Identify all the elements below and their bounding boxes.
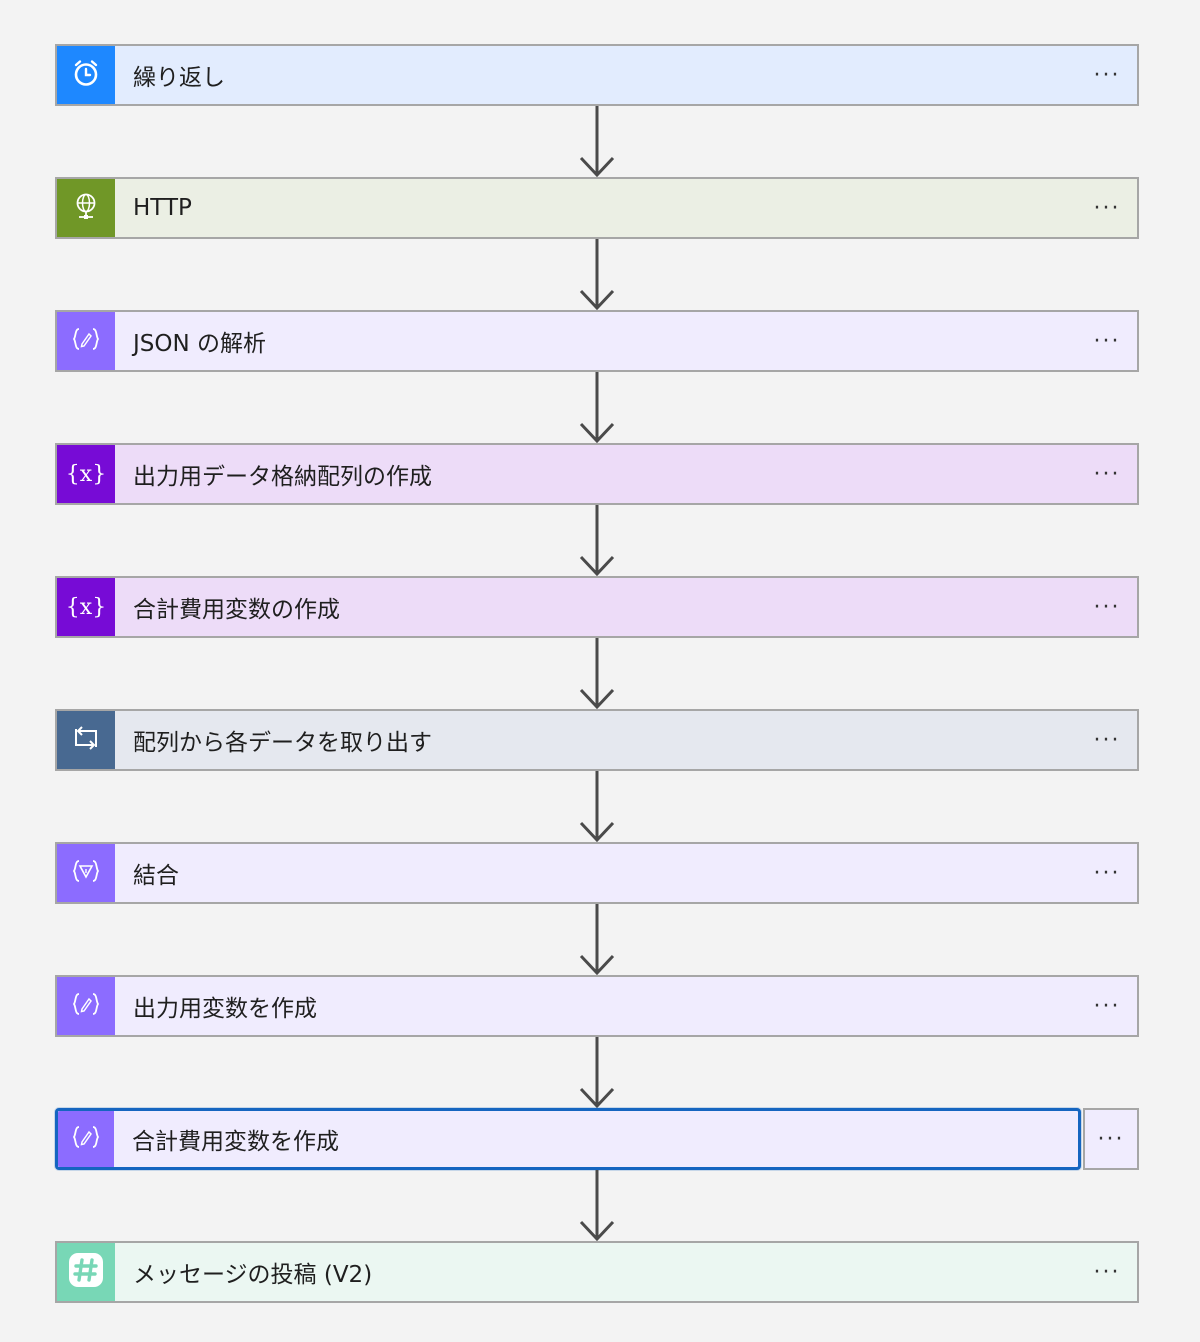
flow-step: 繰り返し ··· (55, 44, 1139, 106)
more-options-button[interactable]: ··· (1093, 195, 1121, 221)
more-options-button[interactable]: ··· (1093, 860, 1121, 886)
step-init-output-array[interactable]: {x} 出力用データ格納配列の作成 ··· (55, 443, 1139, 505)
step-http[interactable]: HTTP ··· (55, 177, 1139, 239)
step-label: 合計費用変数を作成 (132, 1129, 339, 1155)
step-parse-json[interactable]: JSON の解析 ··· (55, 310, 1139, 372)
step-label: 結合 (133, 863, 179, 889)
step-icon-box (57, 844, 115, 902)
flow-step: 合計費用変数を作成 ··· (55, 1108, 1139, 1170)
step-label: JSON の解析 (133, 331, 267, 357)
flow-step: JSON の解析 ··· (55, 310, 1139, 372)
more-options-button[interactable]: ··· (1093, 727, 1121, 753)
connector-arrow (55, 638, 1139, 709)
step-label: メッセージの投稿 (V2) (133, 1262, 373, 1288)
alarm-clock-icon (71, 58, 101, 92)
variable-icon: {x} (65, 461, 107, 487)
step-join[interactable]: 結合 ··· (55, 842, 1139, 904)
step-icon-box (57, 179, 115, 237)
variable-icon: {x} (65, 594, 107, 620)
step-label: 繰り返し (133, 65, 225, 91)
connector-arrow (55, 1170, 1139, 1241)
connector-arrow (55, 239, 1139, 310)
more-options-button[interactable]: ··· (1093, 62, 1121, 88)
connector-arrow (55, 904, 1139, 975)
flow-step: HTTP ··· (55, 177, 1139, 239)
flow-step: {x} 出力用データ格納配列の作成 ··· (55, 443, 1139, 505)
step-icon-box: {x} (57, 578, 115, 636)
flow-step: メッセージの投稿 (V2) ··· (55, 1241, 1139, 1303)
more-options-button[interactable]: ··· (1093, 993, 1121, 1019)
globe-icon (72, 191, 100, 225)
step-apply-to-each[interactable]: 配列から各データを取り出す ··· (55, 709, 1139, 771)
loop-icon (70, 725, 102, 755)
step-compose-output[interactable]: 出力用変数を作成 ··· (55, 975, 1139, 1037)
step-icon-box: {x} (57, 445, 115, 503)
data-operation-icon (70, 324, 102, 358)
connector-arrow (55, 505, 1139, 576)
more-options-button[interactable]: ··· (1093, 461, 1121, 487)
step-init-total-cost[interactable]: {x} 合計費用変数の作成 ··· (55, 576, 1139, 638)
slack-icon (66, 1250, 106, 1294)
flow-step: 結合 ··· (55, 842, 1139, 904)
step-repeat[interactable]: 繰り返し ··· (55, 44, 1139, 106)
connector-arrow (55, 106, 1139, 177)
step-icon-box (57, 46, 115, 104)
data-operation-icon (70, 989, 102, 1023)
connector-arrow (55, 771, 1139, 842)
step-label: 合計費用変数の作成 (133, 597, 340, 623)
connector-arrow (55, 372, 1139, 443)
step-label: 出力用変数を作成 (133, 996, 317, 1022)
step-label: 出力用データ格納配列の作成 (133, 464, 432, 490)
step-label: HTTP (133, 195, 192, 221)
step-compose-total-cost[interactable]: 合計費用変数を作成 (55, 1108, 1081, 1170)
step-label: 配列から各データを取り出す (133, 730, 432, 756)
data-operation-icon (70, 1122, 102, 1156)
step-icon-box (57, 1243, 115, 1301)
more-options-button[interactable]: ··· (1093, 328, 1121, 354)
step-icon-box (58, 1111, 114, 1167)
flow-canvas: 繰り返し ··· (55, 44, 1139, 1303)
flow-step: 配列から各データを取り出す ··· (55, 709, 1139, 771)
flow-step: 出力用変数を作成 ··· (55, 975, 1139, 1037)
connector-arrow (55, 1037, 1139, 1108)
step-icon-box (57, 977, 115, 1035)
more-options-button[interactable]: ··· (1093, 594, 1121, 620)
step-post-message[interactable]: メッセージの投稿 (V2) ··· (55, 1241, 1139, 1303)
step-icon-box (57, 312, 115, 370)
flow-step: {x} 合計費用変数の作成 ··· (55, 576, 1139, 638)
more-options-button[interactable]: ··· (1093, 1259, 1121, 1285)
more-options-button[interactable]: ··· (1083, 1108, 1139, 1170)
step-icon-box (57, 711, 115, 769)
join-icon (70, 856, 102, 890)
